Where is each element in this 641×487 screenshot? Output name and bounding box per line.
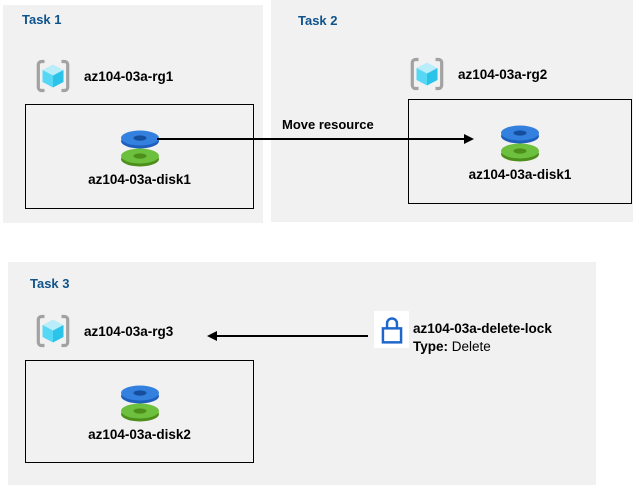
lock-type-value: Delete — [448, 339, 491, 354]
move-arrow-head-icon — [464, 133, 474, 144]
lock-arrow-line — [216, 335, 368, 337]
task1-panel: Task 1 az104-03a-rg1 az104-03a-disk1 — [3, 5, 263, 223]
task2-resource-box: az104-03a-disk1 — [408, 99, 632, 204]
lock-arrow-head-icon — [207, 330, 217, 341]
resource-group-icon — [410, 57, 444, 91]
disk-icon — [501, 125, 539, 161]
task3-title: Task 3 — [30, 276, 70, 291]
disk-icon — [120, 385, 159, 421]
move-arrow-line — [157, 138, 465, 140]
task1-resource-group: az104-03a-rg1 — [33, 56, 173, 96]
lock-name-label: az104-03a-delete-lock — [413, 321, 552, 336]
lock-icon-chip — [374, 311, 409, 348]
lock-type-label: Type: — [413, 339, 449, 354]
task1-resource-label: az104-03a-disk1 — [88, 171, 191, 187]
task1-resource-group-label: az104-03a-rg1 — [84, 68, 174, 84]
task1-title: Task 1 — [22, 12, 62, 27]
task2-resource-group: az104-03a-rg2 — [407, 54, 547, 94]
task3-resource-box: az104-03a-disk2 — [25, 360, 254, 463]
task2-title: Task 2 — [298, 13, 338, 28]
lock-annotation: az104-03a-delete-lock Type: Delete — [413, 320, 552, 356]
resource-group-icon — [36, 314, 70, 348]
task2-resource-label: az104-03a-disk1 — [468, 166, 572, 182]
move-resource-label: Move resource — [282, 117, 374, 132]
lock-type-line: Type: Delete — [413, 338, 552, 356]
task2-resource-group-label: az104-03a-rg2 — [458, 66, 548, 82]
lock-icon — [381, 316, 402, 344]
task3-resource-label: az104-03a-disk2 — [88, 426, 191, 442]
task3-panel: Task 3 az104-03a-rg3 az104-03a-disk2 — [8, 262, 596, 485]
task3-resource-group: az104-03a-rg3 — [33, 311, 173, 351]
task3-resource-group-label: az104-03a-rg3 — [84, 323, 174, 339]
task1-resource-box: az104-03a-disk1 — [25, 104, 254, 209]
task2-panel: Task 2 az104-03a-rg2 az104-03a-disk1 — [271, 0, 633, 222]
disk-icon — [120, 130, 159, 166]
resource-group-icon — [36, 59, 70, 93]
